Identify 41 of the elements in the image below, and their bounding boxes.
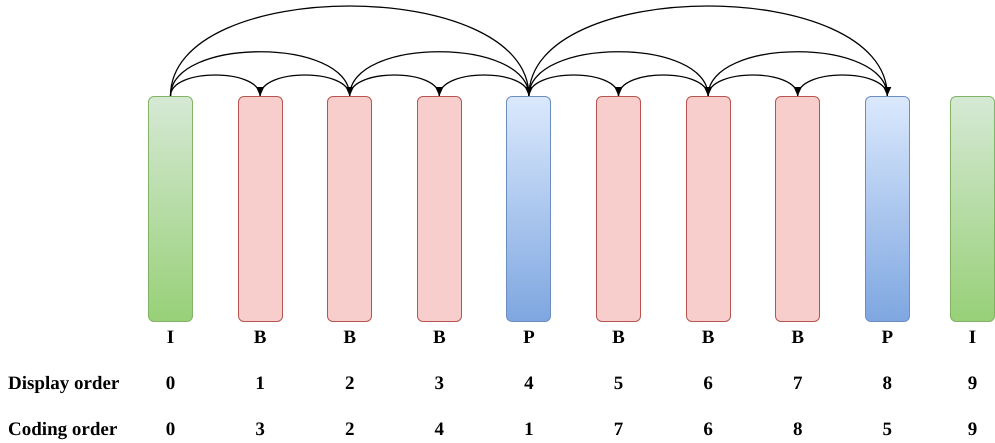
frame-type-label: I [968,326,978,350]
frame-type-label: I [166,326,176,350]
order-number: 2 [344,418,356,442]
frame-type-label: B [790,326,806,350]
frame-type-label: B [611,326,626,350]
order-number: 9 [966,372,978,396]
order-number: 1 [254,372,266,396]
order-number: 7 [792,372,804,396]
frame-type-label: P [522,326,536,350]
frame-type-label: B [252,326,268,350]
arrow [170,74,262,96]
arrow [528,5,889,96]
order-number: 0 [164,372,176,396]
order-number: 5 [612,372,624,396]
arrow [528,74,620,96]
order-number: 6 [702,418,714,442]
frame-type-label: P [880,326,894,350]
arrow [706,51,888,96]
arrow [170,5,531,96]
arrow [170,51,352,96]
order-number: 1 [523,418,535,442]
order-number: 2 [344,372,356,396]
order-number: 3 [254,418,266,442]
row-heading: Display order [8,372,120,396]
order-number: 7 [612,418,624,442]
order-number: 6 [702,372,714,396]
order-number: 0 [164,418,176,442]
frame-type-label: B [342,326,358,350]
row-heading: Coding order [8,418,118,442]
arrow [348,51,530,96]
frame-type-label: B [700,326,716,350]
order-number: 4 [434,418,446,442]
order-number: 3 [434,372,446,396]
order-number: 5 [882,418,894,442]
order-number: 9 [966,418,978,442]
arrow [796,74,888,96]
frame-type-label: B [432,326,447,350]
arrow [438,74,530,96]
order-number: 4 [523,372,535,396]
order-number: 8 [792,418,804,442]
order-number: 8 [882,372,894,396]
